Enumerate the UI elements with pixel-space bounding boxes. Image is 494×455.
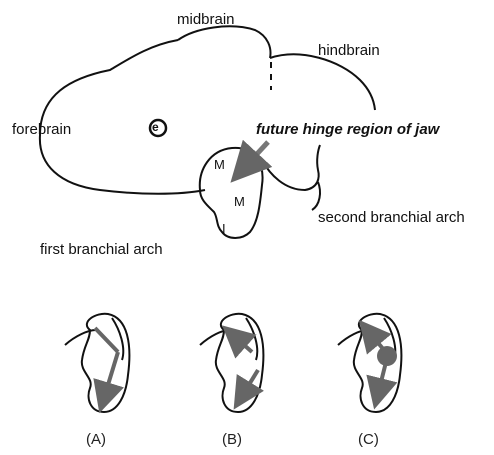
label-hindbrain: hindbrain [318,43,380,58]
label-hinge: future hinge region of jaw [256,122,439,137]
label-midbrain: midbrain [177,12,235,27]
label-eye: e [152,121,159,133]
head-outline [40,40,205,194]
panel-label-a: (A) [86,432,106,447]
label-forebrain: forebrain [12,122,71,137]
label-m-top: M [214,158,225,171]
panel-a-shape [65,314,129,412]
second-arch-outline [262,145,320,190]
panel-c-shape [338,314,401,412]
panel-label-b: (B) [222,432,242,447]
label-m-mid: M [234,195,245,208]
panel-label-c: (C) [358,432,379,447]
hindbrain-outline [270,54,375,110]
label-second-arch: second branchial arch [318,210,465,225]
label-i-low: I [222,222,226,235]
panel-b-shape [200,314,263,412]
midbrain-outline [178,26,270,58]
label-first-arch: first branchial arch [40,242,163,257]
